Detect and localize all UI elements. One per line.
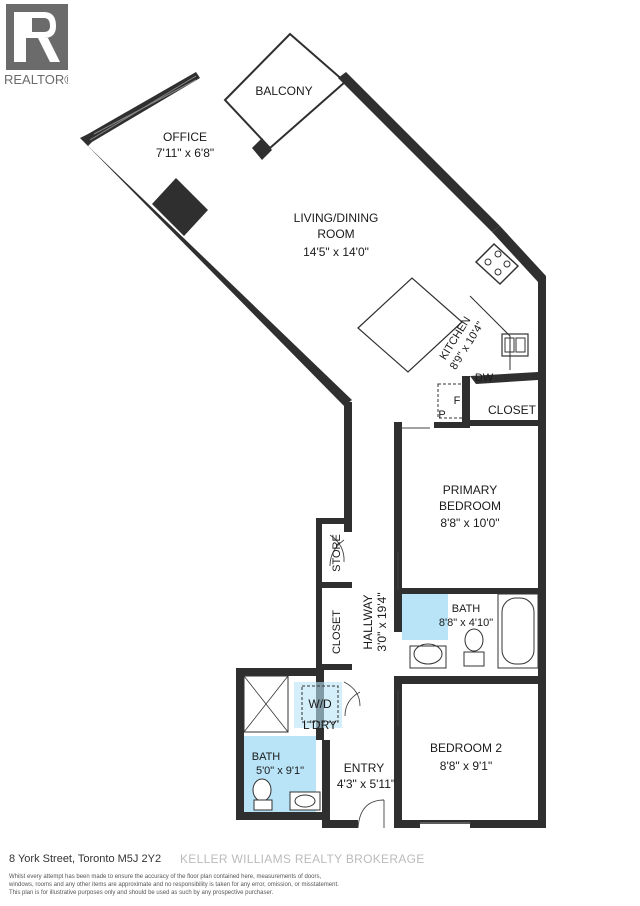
realtor-logo: REALTOR® bbox=[4, 4, 74, 88]
entry-size: 4'3" x 5'11" bbox=[337, 777, 395, 791]
realtor-logo-mark: REALTOR® bbox=[4, 4, 74, 87]
living-label-1: LIVING/DINING bbox=[294, 211, 379, 225]
closet-top-label: CLOSET bbox=[488, 403, 537, 417]
disclaimer-line-1: Whilst every attempt has been made to en… bbox=[9, 874, 322, 880]
bath1-label: BATH bbox=[452, 603, 481, 615]
laundry-label-2: L'DRY bbox=[303, 718, 337, 732]
kitchen-island bbox=[357, 277, 463, 373]
living-size: 14'5" x 14'0" bbox=[303, 245, 369, 259]
primary-size: 8'8" x 10'0" bbox=[440, 516, 499, 530]
office-size: 7'11" x 6'8" bbox=[156, 146, 214, 160]
bedroom2-size: 8'8" x 9'1" bbox=[440, 759, 492, 773]
sink-icon bbox=[501, 333, 529, 357]
bath1-fixtures bbox=[402, 593, 539, 669]
windows bbox=[89, 75, 470, 828]
disclaimer: Whilst every attempt has been made to en… bbox=[9, 873, 489, 897]
primary-label-1: PRIMARY bbox=[443, 483, 497, 497]
bath1-size: 8'8" x 4'10" bbox=[439, 617, 493, 629]
stove-icon bbox=[474, 242, 520, 286]
bedroom2-label: BEDROOM 2 bbox=[430, 741, 502, 755]
realtor-logo-text: REALTOR® bbox=[4, 72, 68, 87]
primary-label-2: BEDROOM bbox=[439, 499, 501, 513]
store-label: STORE bbox=[331, 534, 343, 572]
pantry-label: P bbox=[438, 409, 445, 421]
balcony-column bbox=[252, 138, 272, 160]
closet-hall-label: CLOSET bbox=[331, 610, 343, 654]
living-label-2: ROOM bbox=[317, 227, 354, 241]
fridge-label: F bbox=[454, 395, 461, 407]
disclaimer-line-2: windows, rooms and any other items are a… bbox=[9, 882, 339, 888]
column bbox=[152, 178, 208, 236]
address-text: 8 York Street, Toronto M5J 2Y2 bbox=[9, 853, 162, 865]
balcony-label: BALCONY bbox=[255, 84, 312, 98]
dw-label: DW bbox=[475, 372, 494, 384]
office-label: OFFICE bbox=[163, 130, 207, 144]
disclaimer-line-3: This plan is for illustrative purposes o… bbox=[9, 890, 274, 896]
hallway-label-group: HALLWAY 3'0" x 19'4" bbox=[361, 592, 389, 651]
bath2-fixtures bbox=[243, 675, 342, 812]
kitchen-label-group: KITCHEN 8'9" x 10'4" bbox=[438, 315, 487, 372]
hallway-size: 3'0" x 19'4" bbox=[375, 592, 389, 651]
laundry-label-1: W/D bbox=[308, 697, 332, 711]
bath2-size: 5'0" x 9'1" bbox=[256, 765, 304, 777]
door-swings bbox=[329, 427, 430, 829]
bath2-label: BATH bbox=[252, 751, 281, 763]
entry-label: ENTRY bbox=[344, 761, 384, 775]
outer-walls bbox=[80, 32, 546, 828]
hallway-label: HALLWAY bbox=[361, 594, 375, 649]
fridge-box bbox=[437, 383, 469, 419]
brokerage-watermark: KELLER WILLIAMS REALTY BROKERAGE bbox=[180, 852, 425, 866]
